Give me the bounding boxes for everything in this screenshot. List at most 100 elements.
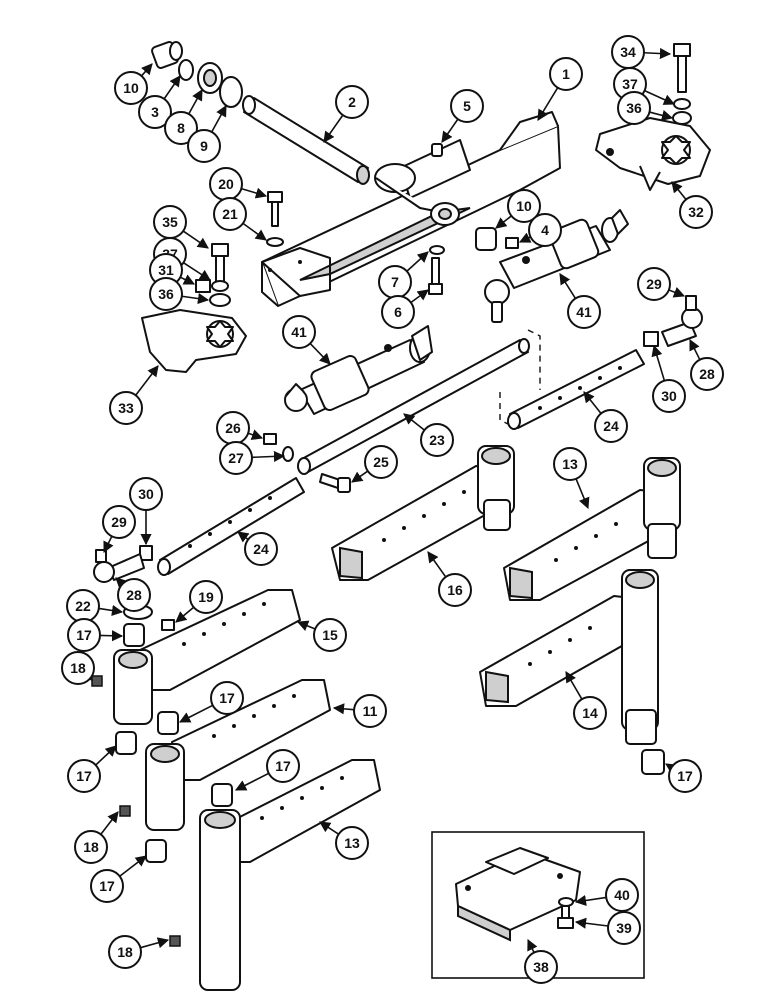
leader-line-c2 — [323, 114, 344, 143]
callout-circle-c1 — [549, 57, 583, 91]
leader-line-c28b — [115, 577, 128, 589]
callout-circle-c17f — [90, 869, 124, 903]
callout-label-c22: 22 — [75, 598, 91, 614]
leader-line-c25 — [351, 470, 369, 483]
leader-line-c11 — [332, 703, 355, 715]
callout-label-c7: 7 — [391, 274, 399, 290]
callout-circle-c8 — [164, 111, 198, 145]
part-tie-rod-end-28b — [661, 295, 703, 347]
leader-line-c17e — [665, 763, 678, 775]
leader-line-c10a — [140, 63, 153, 77]
part-extension-11 — [145, 679, 331, 831]
part-bushing-17e — [211, 783, 233, 807]
callout-circle-c29b — [102, 505, 136, 539]
parts-drawing — [91, 41, 711, 991]
part-washer-37a — [673, 98, 691, 110]
part-bushing-17d — [115, 731, 137, 755]
leader-line-c27 — [251, 450, 286, 463]
leader-line-c1 — [537, 87, 559, 121]
leader-line-c28a — [689, 338, 701, 361]
part-fitting-18b — [119, 805, 131, 817]
part-nut-30b — [643, 331, 659, 347]
part-plug-19 — [161, 619, 175, 631]
part-bracket-38 — [455, 847, 581, 942]
part-bushing-17a — [123, 623, 145, 647]
leader-line-c22 — [98, 604, 124, 617]
callout-circle-c24a — [594, 409, 628, 443]
leader-line-c14 — [565, 671, 583, 700]
leader-line-c17a — [99, 630, 124, 642]
callout-circle-c18b — [74, 830, 108, 864]
part-bushing-17c — [157, 711, 179, 735]
leader-line-c19 — [175, 606, 195, 623]
callout-label-c33: 33 — [118, 400, 134, 416]
leader-line-c36b — [181, 293, 210, 305]
leader-line-c24b — [237, 531, 250, 543]
callout-label-c18b: 18 — [83, 839, 99, 855]
callout-label-c3: 3 — [151, 104, 159, 120]
callout-circle-c40 — [605, 878, 639, 912]
callout-circle-c38 — [524, 950, 558, 984]
leader-line-c21 — [242, 222, 267, 241]
callout-label-c9: 9 — [200, 138, 208, 154]
callout-label-c14: 14 — [582, 705, 598, 721]
callout-label-c30b: 30 — [138, 486, 154, 502]
leader-line-c29a — [668, 287, 686, 298]
leader-line-c36a — [649, 110, 674, 121]
part-extension-16 — [331, 445, 515, 581]
part-ring-3 — [178, 59, 194, 81]
callout-label-c15: 15 — [322, 627, 338, 643]
part-steering-arm-32 — [595, 117, 711, 191]
callout-label-c23: 23 — [429, 432, 445, 448]
part-nut-31 — [195, 279, 211, 293]
callout-label-c4: 4 — [541, 222, 549, 238]
callout-label-c24b: 24 — [253, 541, 269, 557]
callout-circle-c30a — [652, 379, 686, 413]
callout-label-c34: 34 — [620, 44, 636, 60]
callout-label-c6: 6 — [394, 304, 402, 320]
leader-line-c15 — [296, 620, 316, 631]
leader-line-c18c — [140, 937, 170, 949]
part-tube-24b — [507, 349, 645, 430]
leader-line-c37a — [644, 89, 676, 105]
callout-circle-c28a — [690, 357, 724, 391]
callout-circle-c18c — [108, 935, 142, 969]
callout-circle-c39 — [607, 911, 641, 945]
callout-label-c10b: 10 — [516, 198, 532, 214]
callout-circle-c32 — [679, 195, 713, 229]
leader-line-c18b — [100, 811, 119, 835]
callout-label-c26: 26 — [225, 420, 241, 436]
callout-label-c11: 11 — [363, 703, 378, 719]
callout-circle-c17c — [266, 749, 300, 783]
leader-line-c24a — [583, 391, 602, 414]
part-washer-27 — [282, 446, 294, 462]
leader-line-c7 — [406, 251, 429, 272]
callout-label-c17c: 17 — [275, 758, 291, 774]
callout-circle-c14 — [573, 696, 607, 730]
leader-line-c37b — [182, 262, 211, 281]
callout-circle-c36a — [617, 91, 651, 125]
part-nut-4 — [505, 237, 519, 249]
part-washer-36a — [672, 111, 692, 125]
part-tube-23 — [297, 338, 530, 475]
leader-line-c17f — [119, 855, 147, 877]
callout-label-c20: 20 — [218, 176, 234, 192]
callout-circle-c10b — [507, 189, 541, 223]
callout-circle-c17a — [67, 618, 101, 652]
part-bolt-35 — [211, 243, 229, 283]
callout-circle-c23 — [420, 423, 454, 457]
callout-circle-c9 — [187, 129, 221, 163]
leader-line-c3 — [163, 75, 181, 100]
part-washer-7 — [429, 245, 445, 255]
callout-circle-c4 — [528, 213, 562, 247]
leader-line-c30a — [651, 344, 666, 381]
leader-line-c41b — [559, 273, 577, 299]
part-extension-13b — [199, 759, 381, 991]
callout-label-c17d: 17 — [76, 768, 92, 784]
callout-label-c39: 39 — [616, 920, 632, 936]
callout-label-c41a: 41 — [291, 324, 307, 340]
part-pivot-pin-2 — [242, 95, 370, 185]
part-extension-15 — [113, 589, 301, 725]
callout-circle-c13a — [553, 447, 587, 481]
